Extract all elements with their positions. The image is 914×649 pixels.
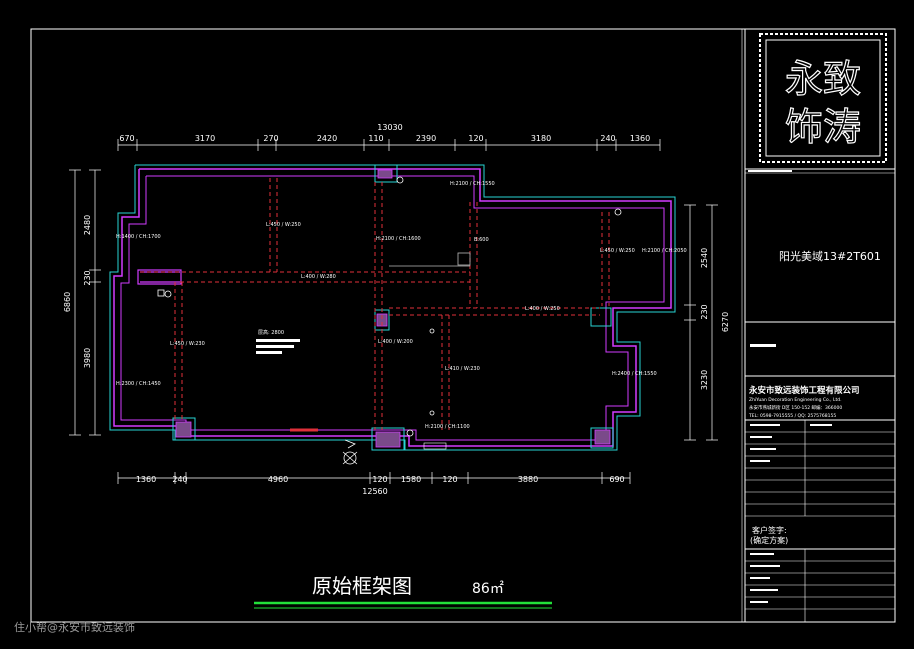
door-label-2: B:600 [474,237,489,243]
bottom-dim-6: 120 [442,475,457,484]
beam-label-2: L:400 / W:280 [301,274,336,280]
entrance-symbol [342,439,358,465]
top-dim-4: 2420 [317,134,337,143]
right-dimension-line [684,204,718,441]
title-block-fields [750,424,832,462]
drawing-title: 原始框架图 [312,574,412,598]
beam-label-5: L:450 / W:250 [600,248,635,254]
window-label-5: H:2300 / CH:1450 [116,381,161,387]
bottom-dim-5: 1580 [401,475,421,484]
bottom-dim-7: 3880 [518,475,538,484]
outer-wall-outline [109,164,676,451]
left-dimension-line [69,169,101,436]
window-label-3: H:2100 / CH:2050 [642,248,687,254]
top-total-dim: 13030 [377,123,402,132]
watermark-text: 住小帮@永安市致远装饰 [14,621,135,634]
bottom-dimension-line [117,472,631,484]
right-dim-3: 3230 [700,370,709,390]
top-dim-1: 670 [119,134,134,143]
company-name-en: ZhiYuan Decoration Engineering Co., Ltd. [749,397,842,403]
floor-plan: 13030 670 3170 270 2420 110 2390 120 318… [63,123,730,496]
title-block: 永致 饰涛 阳光美域13#2T601 永安市致远装饰工程有限公司 ZhiYuan… [745,33,895,622]
beam-label-4: L:400 / W:250 [525,306,560,312]
svg-text:永致: 永致 [785,57,861,101]
beam-lines [140,178,610,430]
top-dimension-line [117,139,661,151]
bottom-total-dim: 12560 [362,487,387,496]
top-dim-3: 270 [263,134,278,143]
right-dim-2: 230 [700,304,709,319]
window-label-2: H:2100 / CH:1550 [450,181,495,187]
bottom-dim-8: 690 [609,475,624,484]
small-fixtures [157,176,622,437]
title-block-bottom-grid [745,549,895,622]
beam-label-7: L:410 / W:230 [445,366,480,372]
top-dim-10: 1360 [630,134,650,143]
left-dim-3: 3980 [83,348,92,368]
drawing-frame [30,28,896,623]
beam-label-1: L:450 / W:250 [266,222,301,228]
project-name: 阳光美域13#2T601 [779,249,881,263]
bottom-dim-1: 1360 [136,475,156,484]
window-label-1: H:1400 / CH:1700 [116,234,161,240]
company-address: 永安市燕城新街 D区 150-152 邮编：366000 [749,404,842,411]
client-confirm-label: (确定方案) [750,535,788,545]
beam-label-3: L:450 / W:230 [170,341,205,347]
top-dim-2: 3170 [195,134,215,143]
room-height-label: 层高: 2800 [258,329,284,336]
company-phone: TEL: 0598-7915555 / QQ: 2575768155 [748,413,836,419]
svg-text:饰涛: 饰涛 [785,105,861,149]
left-dim-2: 230 [83,270,92,285]
floor-area: 86㎡ [472,581,504,597]
top-dim-7: 120 [468,134,483,143]
right-dim-1: 2540 [700,248,709,268]
bottom-dim-2: 240 [172,475,187,484]
right-total-dim: 6270 [721,312,730,332]
left-total-dim: 6860 [63,292,72,312]
window-label-4: H:2100 / CH:1100 [425,424,470,430]
redacted-note-lines [256,339,300,354]
top-dim-9: 240 [600,134,615,143]
left-dim-1: 2480 [83,215,92,235]
top-dim-6: 2390 [416,134,436,143]
door-markers [290,252,471,432]
bottom-dim-4: 120 [372,475,387,484]
beam-label-6: L:400 / W:200 [378,339,413,345]
client-signature-label: 客户签字: [752,525,787,535]
window-label-6: H:2400 / CH:1550 [612,371,657,377]
title-block-grid [745,420,895,517]
company-name-cn: 永安市致远装饰工程有限公司 [748,385,860,396]
bottom-dim-3: 4960 [268,475,288,484]
top-dim-8: 3180 [531,134,551,143]
company-seal-logo: 永致 饰涛 [759,33,887,163]
top-dim-5: 110 [368,134,383,143]
door-label-1: H:2100 / CH:1600 [376,236,421,242]
interior-walls [137,269,182,285]
